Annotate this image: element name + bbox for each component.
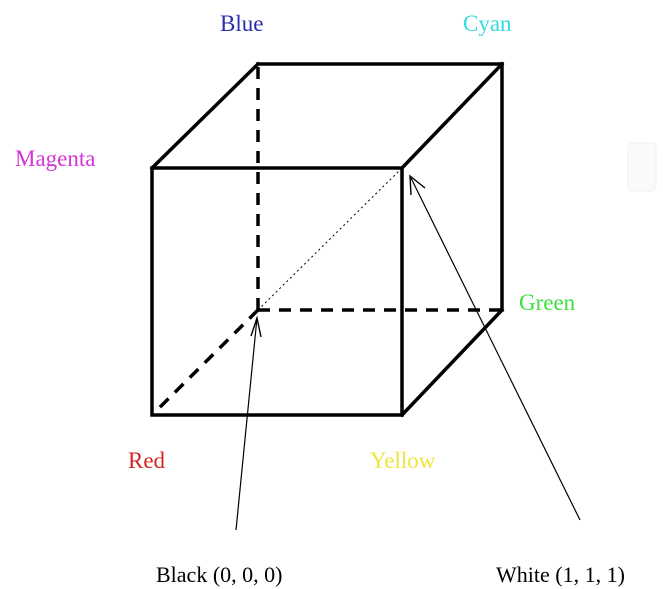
label-black-origin: Black (0, 0, 0): [156, 562, 282, 587]
white-pointer-line: [409, 175, 581, 521]
label-green: Green: [519, 290, 576, 315]
edge-white-cyan: [399, 61, 505, 171]
black-pointer-arrowhead: [250, 315, 262, 338]
edge-magenta-blue: [149, 61, 261, 171]
label-magenta: Magenta: [15, 146, 95, 171]
diagonal-black-white: [257, 167, 403, 311]
label-yellow: Yellow: [370, 448, 436, 473]
black-pointer-line: [235, 317, 258, 531]
label-white-corner: White (1, 1, 1): [496, 562, 625, 587]
white-pointer-arrowhead: [409, 174, 426, 196]
label-blue: Blue: [220, 11, 263, 36]
faint-mark: [627, 142, 657, 192]
hidden-edge-black-red: [150, 308, 260, 417]
label-cyan: Cyan: [463, 11, 512, 36]
edge-yellow-green: [399, 307, 505, 418]
label-red: Red: [128, 448, 166, 473]
